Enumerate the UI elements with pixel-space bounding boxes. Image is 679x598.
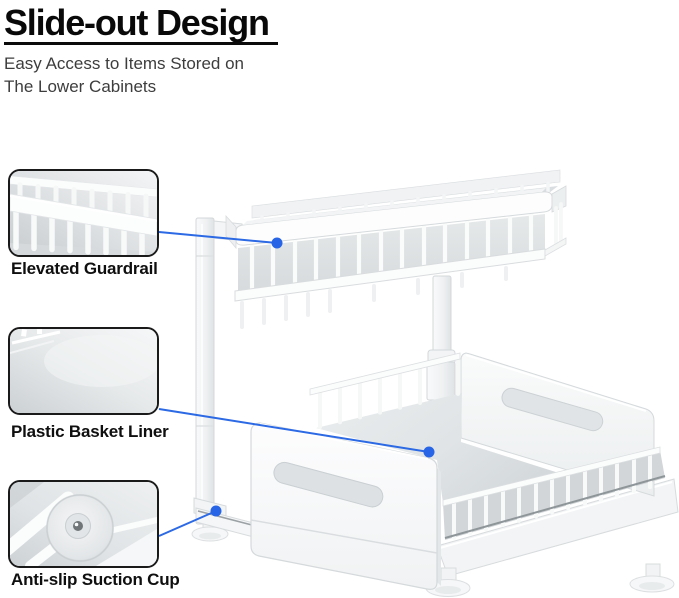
drawer-left-guardrail <box>309 352 461 429</box>
callout-dot-guardrail <box>271 237 283 249</box>
callout-connectors <box>158 231 435 537</box>
callout-box-liner <box>8 327 159 415</box>
drawer-front-handle <box>273 461 384 508</box>
lower-drawer <box>250 352 666 590</box>
drawer-right-guardrail <box>442 446 666 540</box>
callout-line-guardrail <box>158 231 278 244</box>
callout-dot-liner <box>423 446 435 458</box>
callout-box-suction-cup <box>8 480 159 568</box>
middle-post <box>426 275 456 401</box>
callout-line-suction-cup <box>158 510 217 537</box>
callout-dot-suction-cup <box>210 505 222 517</box>
drawer-back-handle <box>501 387 604 432</box>
guardrail-closeup-illustration <box>10 171 157 255</box>
liner-closeup-illustration <box>10 329 157 413</box>
subtitle-line-2: The Lower Cabinets <box>4 77 157 96</box>
callout-line-liner <box>158 408 430 453</box>
page-title: Slide-out Design <box>4 2 270 43</box>
subtitle-line-1: Easy Access to Items Stored on <box>4 54 245 73</box>
left-post <box>191 217 243 542</box>
drawer-front-panel <box>250 422 438 590</box>
callout-label-liner: Plastic Basket Liner <box>11 422 169 441</box>
suction-cup-foot-rear-right <box>629 563 675 593</box>
title-underline <box>4 42 278 45</box>
drawer-liner-floor <box>316 393 562 503</box>
basket-under-wires <box>240 266 508 329</box>
callout-label-suction-cup: Anti-slip Suction Cup <box>11 570 180 589</box>
basket-front-wires <box>249 211 534 295</box>
callout-box-guardrail <box>8 169 159 257</box>
subtitle: Easy Access to Items Stored on The Lower… <box>4 52 244 98</box>
callout-label-guardrail: Elevated Guardrail <box>11 259 158 278</box>
suction-cup-closeup-illustration <box>10 482 157 566</box>
top-basket <box>225 169 567 329</box>
